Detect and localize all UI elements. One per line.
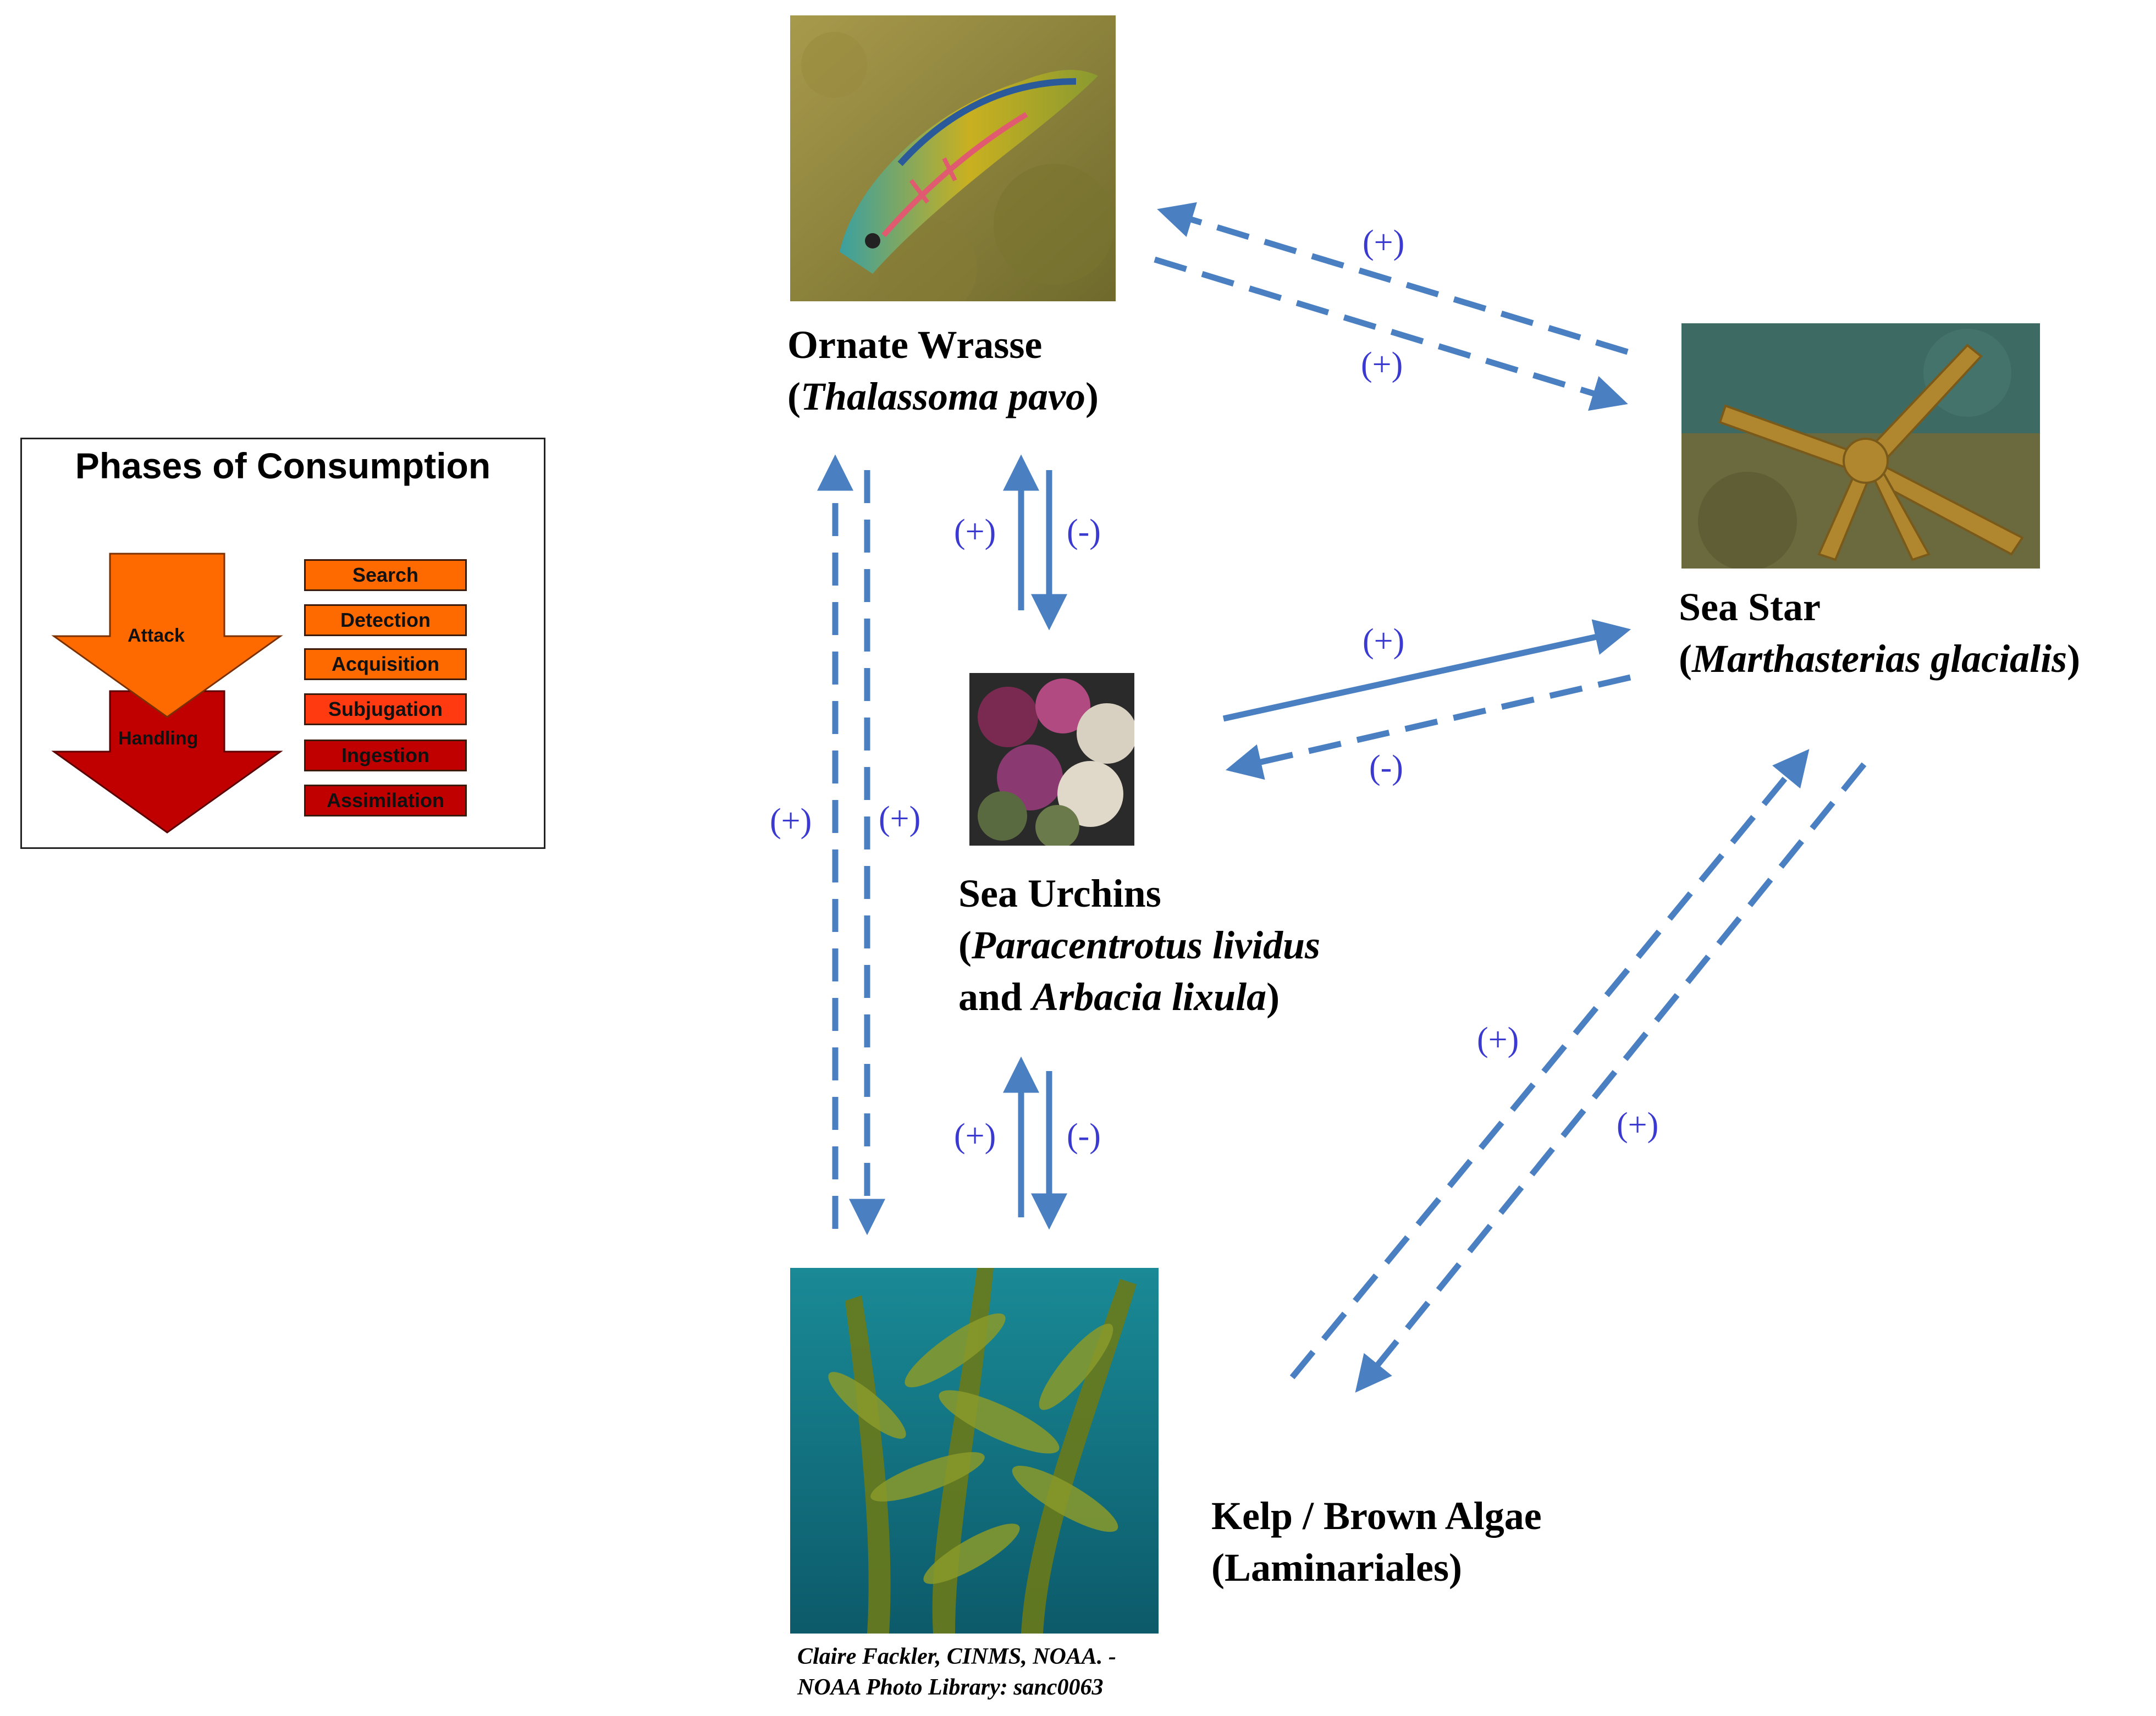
attack-label: Attack	[128, 625, 185, 646]
phases-of-consumption-box: Phases of Consumption Attack Handling Se…	[20, 438, 545, 849]
sign-urchin-to-kelp: (-)	[1067, 1117, 1101, 1155]
phase-detection: Detection	[304, 604, 467, 636]
phase-arrows	[51, 553, 283, 834]
phases-title: Phases of Consumption	[75, 445, 491, 486]
attack-arrow	[51, 553, 283, 718]
sea-star-common-name: Sea Star	[1679, 585, 1821, 629]
kelp-photo	[790, 1268, 1159, 1634]
arrow-star-to-urchin	[1225, 674, 1631, 780]
sign-wrasse-to-kelp: (+)	[879, 800, 921, 837]
sea-star-label: Sea Star (Marthasterias glacialis)	[1679, 581, 2080, 685]
phase-assimilation: Assimilation	[304, 785, 467, 816]
arrow-wrasse-to-star	[1154, 256, 1628, 411]
sea-urchins-photo	[969, 673, 1134, 846]
sign-urchin-to-wrasse: (+)	[954, 513, 996, 550]
phase-subjugation: Subjugation	[304, 693, 467, 725]
kelp-scientific-name: (Laminariales)	[1211, 1546, 1462, 1590]
sign-kelp-to-wrasse: (+)	[770, 802, 812, 840]
kelp-label: Kelp / Brown Algae (Laminariales)	[1211, 1490, 1542, 1593]
sign-kelp-to-star: (+)	[1477, 1021, 1519, 1058]
urchin-scientific-name-1: Paracentrotus lividus	[971, 923, 1321, 967]
phase-acquisition: Acquisition	[304, 648, 467, 680]
sea-urchins-label: Sea Urchins (Paracentrotus lividus and A…	[958, 868, 1320, 1023]
sea-urchins-common-name: Sea Urchins	[958, 871, 1161, 915]
wrasse-photo	[790, 15, 1116, 301]
sea-star-scientific-name: Marthasterias glacialis	[1691, 637, 2067, 681]
arrow-kelp-to-star	[1289, 749, 1810, 1380]
sign-star-to-kelp: (+)	[1617, 1106, 1659, 1144]
handling-label: Handling	[118, 728, 198, 749]
photo-credit: Claire Fackler, CINMS, NOAA. - NOAA Phot…	[797, 1644, 1116, 1700]
wrasse-common-name: Ornate Wrasse	[787, 323, 1043, 367]
sign-urchin-to-star: (+)	[1363, 622, 1405, 660]
urchin-scientific-name-2: Arbacia lixula	[1032, 975, 1267, 1019]
arrow-urchin-to-star	[1222, 619, 1631, 722]
sign-star-to-urchin: (-)	[1369, 749, 1403, 786]
phase-ingestion: Ingestion	[304, 740, 467, 771]
kelp-common-name: Kelp / Brown Algae	[1211, 1494, 1542, 1538]
wrasse-label: Ornate Wrasse (Thalassoma pavo)	[787, 319, 1099, 422]
sea-star-photo	[1681, 323, 2040, 569]
handling-arrow	[51, 690, 283, 834]
arrow-star-to-kelp	[1355, 762, 1867, 1393]
sign-wrasse-to-urchin: (-)	[1067, 513, 1101, 550]
sign-kelp-to-urchin: (+)	[954, 1117, 996, 1155]
sign-wrasse-to-star: (+)	[1363, 224, 1405, 261]
sign-star-to-wrasse: (+)	[1361, 346, 1403, 383]
wrasse-scientific-name: Thalassoma pavo	[800, 374, 1086, 418]
phase-search: Search	[304, 559, 467, 591]
arrow-star-to-wrasse	[1157, 202, 1629, 355]
